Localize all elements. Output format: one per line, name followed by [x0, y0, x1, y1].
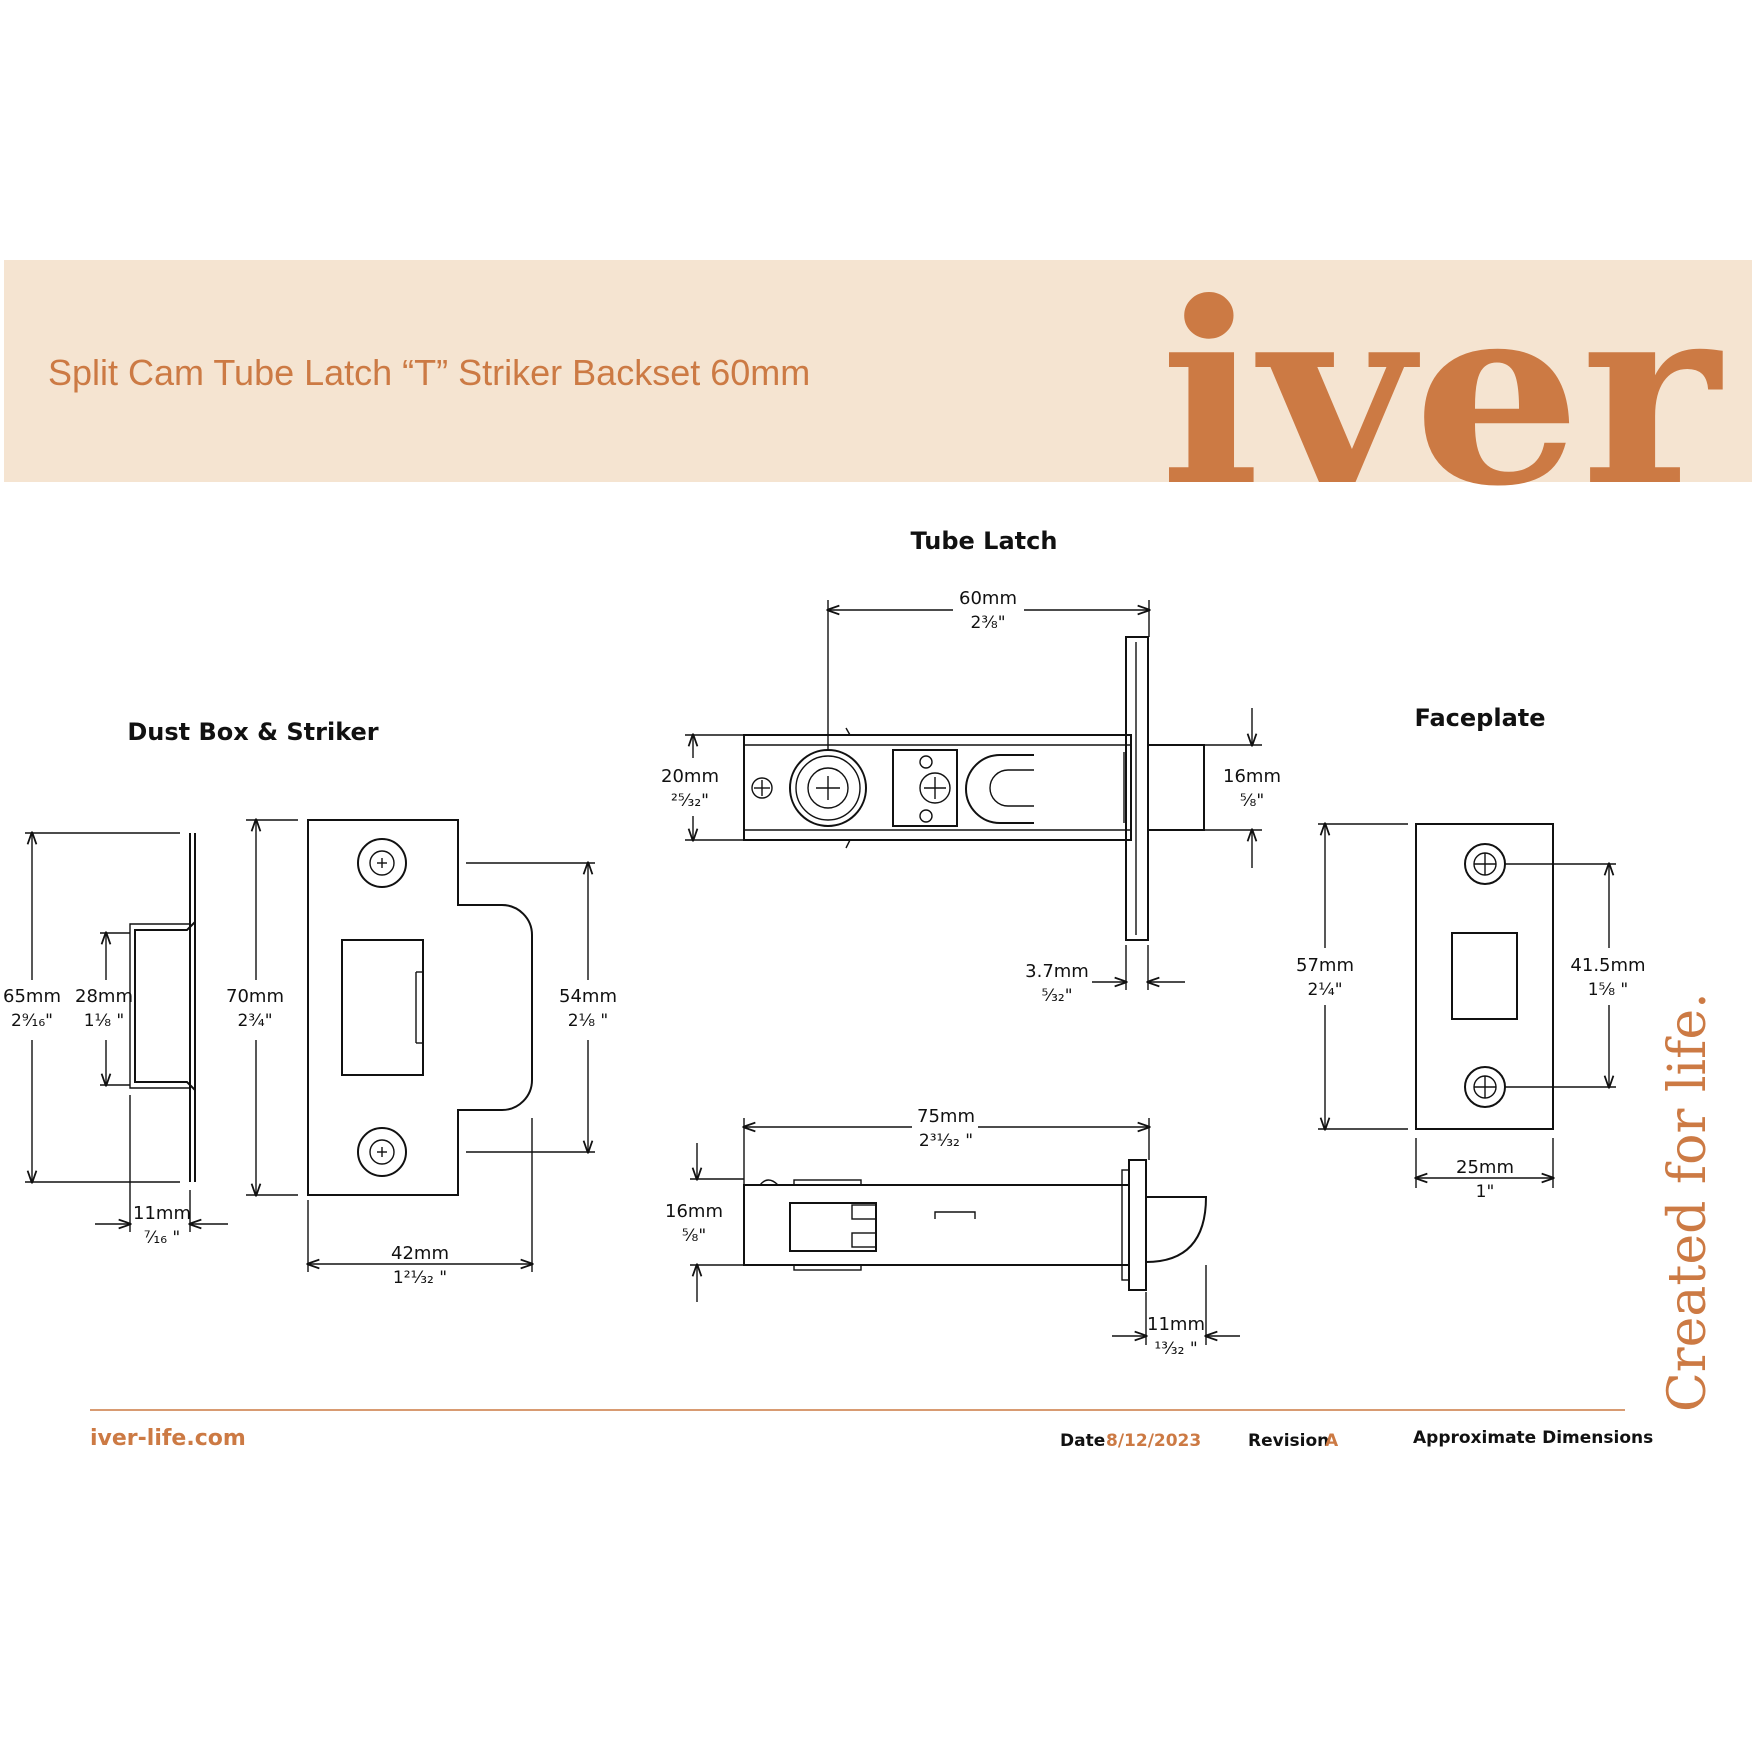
svg-text:60mm: 60mm: [959, 588, 1017, 609]
dim-backset: 60mm 2³⁄₈": [828, 588, 1149, 750]
svg-text:11mm: 11mm: [133, 1203, 191, 1224]
svg-text:2⁹⁄₁₆": 2⁹⁄₁₆": [11, 1011, 53, 1031]
svg-text:1²¹⁄₃₂ ": 1²¹⁄₃₂ ": [393, 1268, 447, 1288]
svg-text:⁵⁄₈": ⁵⁄₈": [1240, 791, 1264, 811]
dim-dust-box-height: 65mm 2⁹⁄₁₆": [3, 833, 180, 1182]
page-title: Split Cam Tube Latch “T” Striker Backset…: [48, 352, 810, 393]
svg-text:2³⁄₄": 2³⁄₄": [237, 1011, 272, 1031]
dim-striker-hole-centres: 54mm 2¹⁄₈ ": [466, 863, 617, 1152]
tagline: Created for life.: [1658, 992, 1718, 1412]
svg-text:⁵⁄₈": ⁵⁄₈": [682, 1226, 706, 1246]
tube-latch-top-view: [743, 636, 1205, 941]
svg-text:65mm: 65mm: [3, 986, 61, 1007]
svg-text:1": 1": [1476, 1182, 1495, 1202]
tube-latch-side-view: [743, 1159, 1208, 1291]
svg-text:25mm: 25mm: [1456, 1157, 1514, 1178]
dim-striker-height: 70mm 2³⁄₄": [226, 820, 298, 1195]
svg-text:28mm: 28mm: [75, 986, 133, 1007]
svg-text:2³⁄₈": 2³⁄₈": [970, 613, 1005, 633]
svg-text:⁵⁄₃₂": ⁵⁄₃₂": [1041, 986, 1072, 1006]
dim-faceplate-height: 57mm 2¹⁄₄": [1296, 824, 1408, 1129]
svg-text:41.5mm: 41.5mm: [1570, 955, 1645, 976]
dim-latch-height: 20mm ²⁵⁄₃₂": [661, 735, 744, 840]
svg-text:54mm: 54mm: [559, 986, 617, 1007]
header-banner: [4, 260, 1752, 482]
svg-text:16mm: 16mm: [1223, 766, 1281, 787]
heading-dust-box-striker: Dust Box & Striker: [127, 718, 378, 746]
faceplate-drawing: [1415, 823, 1554, 1130]
svg-text:8/12/2023: 8/12/2023: [1106, 1431, 1201, 1451]
heading-tube-latch: Tube Latch: [911, 527, 1058, 555]
svg-text:¹³⁄₃₂ ": ¹³⁄₃₂ ": [1154, 1339, 1197, 1359]
dim-overall-length: 75mm 2³¹⁄₃₂ ": [744, 1106, 1149, 1185]
dim-dust-box-depth: 11mm ⁷⁄₁₆ ": [95, 1095, 228, 1248]
svg-text:75mm: 75mm: [917, 1106, 975, 1127]
brand-logo: iver: [1160, 247, 1723, 541]
footer-date: Date 8/12/2023: [1060, 1431, 1201, 1451]
svg-text:1⁵⁄₈ ": 1⁵⁄₈ ": [1588, 980, 1629, 1000]
svg-text:2¹⁄₄": 2¹⁄₄": [1307, 980, 1342, 1000]
svg-text:2¹⁄₈ ": 2¹⁄₈ ": [568, 1011, 609, 1031]
dim-bolt-height: 16mm ⁵⁄₈": [1204, 708, 1281, 868]
svg-text:Revision: Revision: [1248, 1431, 1329, 1451]
svg-text:Date: Date: [1060, 1431, 1105, 1451]
svg-text:1¹⁄₈ ": 1¹⁄₈ ": [84, 1011, 125, 1031]
svg-text:20mm: 20mm: [661, 766, 719, 787]
svg-text:16mm: 16mm: [665, 1201, 723, 1222]
svg-text:3.7mm: 3.7mm: [1025, 961, 1089, 982]
svg-text:2³¹⁄₃₂ ": 2³¹⁄₃₂ ": [919, 1131, 973, 1151]
svg-text:70mm: 70mm: [226, 986, 284, 1007]
dust-box-drawing: [129, 833, 196, 1182]
dim-faceplate-hole-centres: 41.5mm 1⁵⁄₈ ": [1505, 864, 1646, 1087]
dim-dust-box-depth-h: 28mm 1¹⁄₈ ": [75, 933, 133, 1085]
heading-faceplate: Faceplate: [1414, 704, 1545, 732]
svg-text:²⁵⁄₃₂": ²⁵⁄₃₂": [671, 791, 709, 811]
dim-plate-thickness: 3.7mm ⁵⁄₃₂": [1025, 945, 1185, 1006]
dim-bolt-projection: 11mm ¹³⁄₃₂ ": [1112, 1265, 1240, 1359]
dim-faceplate-width: 25mm 1": [1416, 1138, 1553, 1202]
svg-text:11mm: 11mm: [1147, 1314, 1205, 1335]
footer-website: iver-life.com: [90, 1426, 246, 1451]
svg-text:A: A: [1325, 1431, 1339, 1451]
svg-text:⁷⁄₁₆ ": ⁷⁄₁₆ ": [144, 1228, 181, 1248]
footer-revision: Revision A: [1248, 1431, 1339, 1451]
svg-text:57mm: 57mm: [1296, 955, 1354, 976]
footer-note: Approximate Dimensions: [1413, 1428, 1653, 1448]
dim-side-height: 16mm ⁵⁄₈": [665, 1143, 744, 1302]
svg-text:42mm: 42mm: [391, 1243, 449, 1264]
striker-drawing: [307, 819, 533, 1196]
dim-striker-width: 42mm 1²¹⁄₃₂ ": [308, 1118, 532, 1288]
